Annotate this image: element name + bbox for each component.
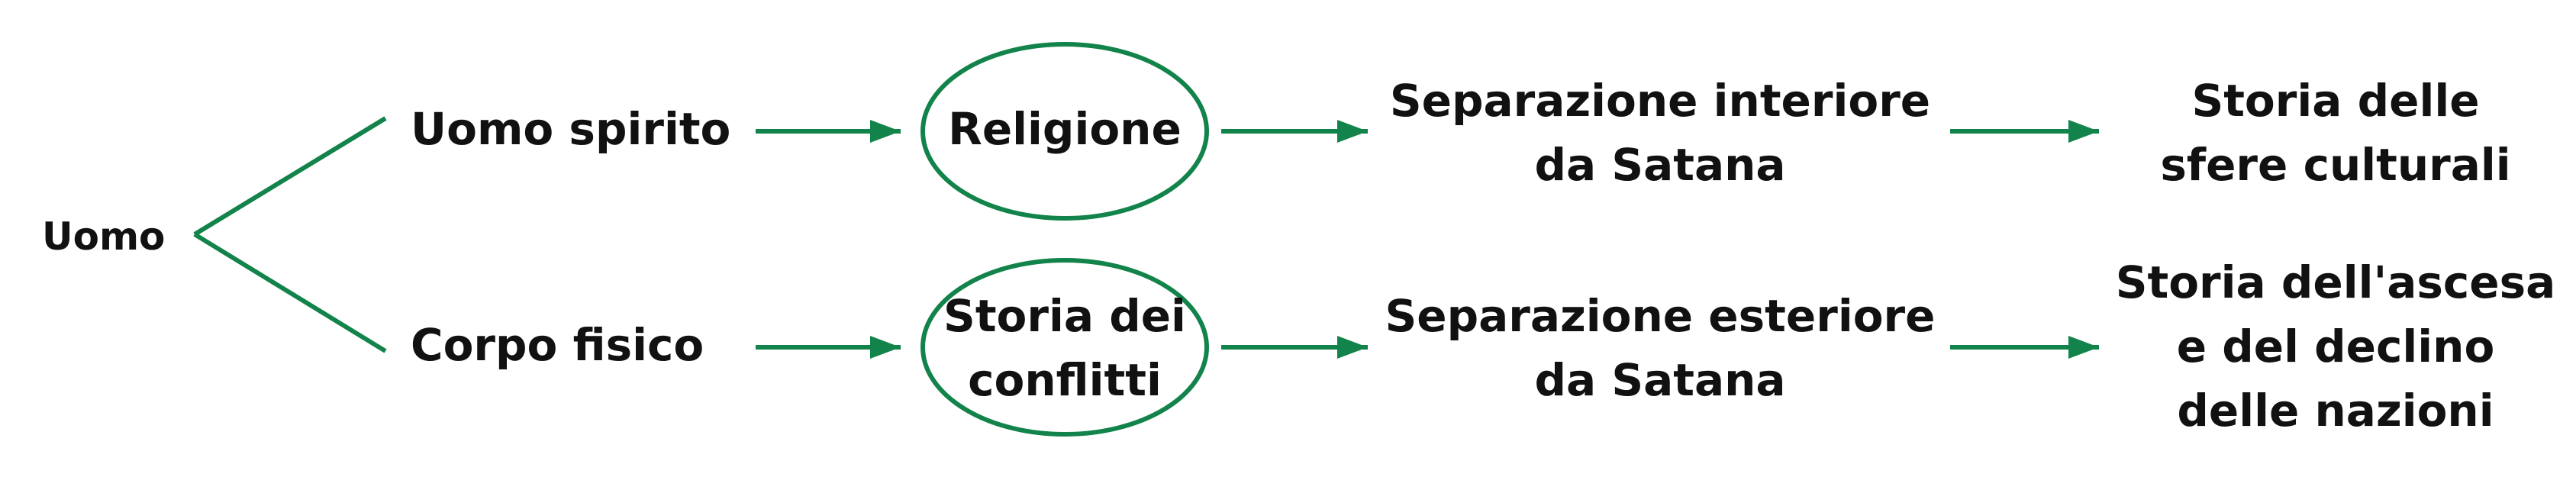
node-label-lower-line1: Storia dei: [943, 290, 1186, 342]
history-label-lower-line3: delle nazioni: [2177, 385, 2494, 437]
history-label-upper-line2: sfere culturali: [2160, 139, 2511, 191]
aspect-label-upper: Uomo spirito: [411, 103, 731, 155]
node-label-lower-line2: conflitti: [968, 354, 1162, 406]
root-label: Uomo: [42, 214, 166, 259]
node-ellipse-storia-dei-conflitti: [920, 258, 1209, 437]
branch-line-upper: [193, 116, 387, 237]
history-label-lower-line2: e del declino: [2176, 321, 2495, 372]
node-label-lower: Storia dei conflitti: [927, 284, 1202, 412]
node-label-upper-line1: Religione: [948, 103, 1182, 155]
branch-line-lower: [193, 232, 387, 353]
history-label-upper-line1: Storia delle: [2191, 75, 2480, 127]
history-label-lower: Storia dell'ascesa e del declino delle n…: [2107, 250, 2565, 443]
separation-label-upper-line1: Separazione interiore: [1389, 75, 1931, 127]
aspect-label-lower: Corpo fisico: [411, 319, 704, 371]
separation-label-upper: Separazione interiore da Satana: [1381, 69, 1939, 197]
separation-label-lower-line1: Separazione esteriore: [1385, 290, 1936, 342]
history-label-lower-line1: Storia dell'ascesa: [2115, 256, 2556, 308]
separation-label-lower: Separazione esteriore da Satana: [1381, 284, 1939, 412]
node-ellipse-religione: [920, 42, 1209, 221]
history-label-upper: Storia delle sfere culturali: [2122, 69, 2549, 197]
separation-label-lower-line2: da Satana: [1534, 354, 1786, 406]
separation-label-upper-line2: da Satana: [1534, 139, 1786, 191]
node-label-upper: Religione: [927, 97, 1202, 161]
